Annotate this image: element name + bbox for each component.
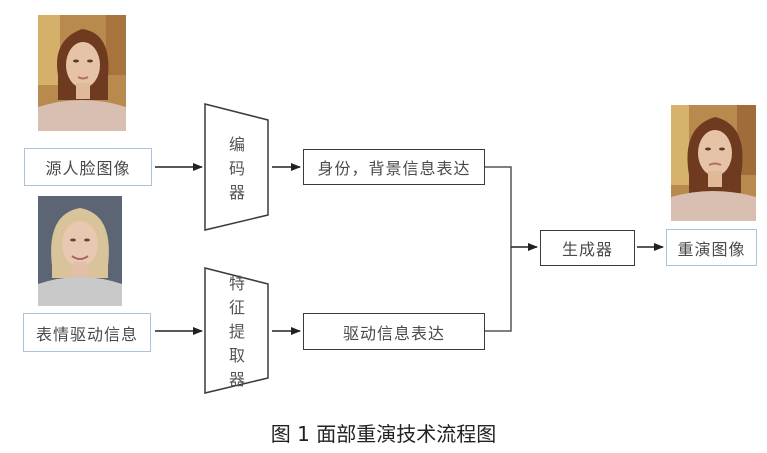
feature-extractor-label: 特 征 提 取 器 [226, 272, 248, 392]
encoder-char: 编 [228, 135, 245, 154]
encoder-label: 编 码 器 [226, 133, 248, 205]
generator-label: 生成器 [561, 240, 613, 259]
reenacted-image-node: 重演图像 [666, 229, 757, 266]
extractor-char: 提 [228, 322, 245, 341]
encoder-char: 器 [228, 183, 245, 202]
encoder-char: 码 [228, 159, 245, 178]
merge-connector [485, 166, 512, 332]
feature-extractor-block [204, 267, 269, 394]
source-face-node: 源人脸图像 [24, 148, 152, 186]
driving-face-image [38, 196, 122, 306]
driving-info-label: 表情驱动信息 [35, 324, 138, 344]
identity-background-label: 身份，背景信息表达 [317, 159, 471, 178]
generator-node: 生成器 [540, 230, 635, 266]
reenacted-image-label: 重演图像 [677, 239, 746, 259]
identity-background-node: 身份，背景信息表达 [303, 149, 485, 185]
driving-representation-node: 驱动信息表达 [303, 313, 485, 350]
extractor-char: 征 [228, 298, 245, 317]
reenacted-face-image [671, 105, 756, 221]
extractor-char: 特 [228, 274, 245, 293]
driving-representation-label: 驱动信息表达 [342, 323, 445, 343]
source-face-label: 源人脸图像 [45, 159, 131, 178]
encoder-block [204, 103, 269, 231]
extractor-char: 取 [228, 346, 245, 365]
extractor-char: 器 [228, 370, 245, 389]
figure-caption: 图 1 面部重演技术流程图 [270, 422, 497, 446]
driving-info-node: 表情驱动信息 [23, 313, 151, 352]
source-face-image [38, 15, 126, 131]
